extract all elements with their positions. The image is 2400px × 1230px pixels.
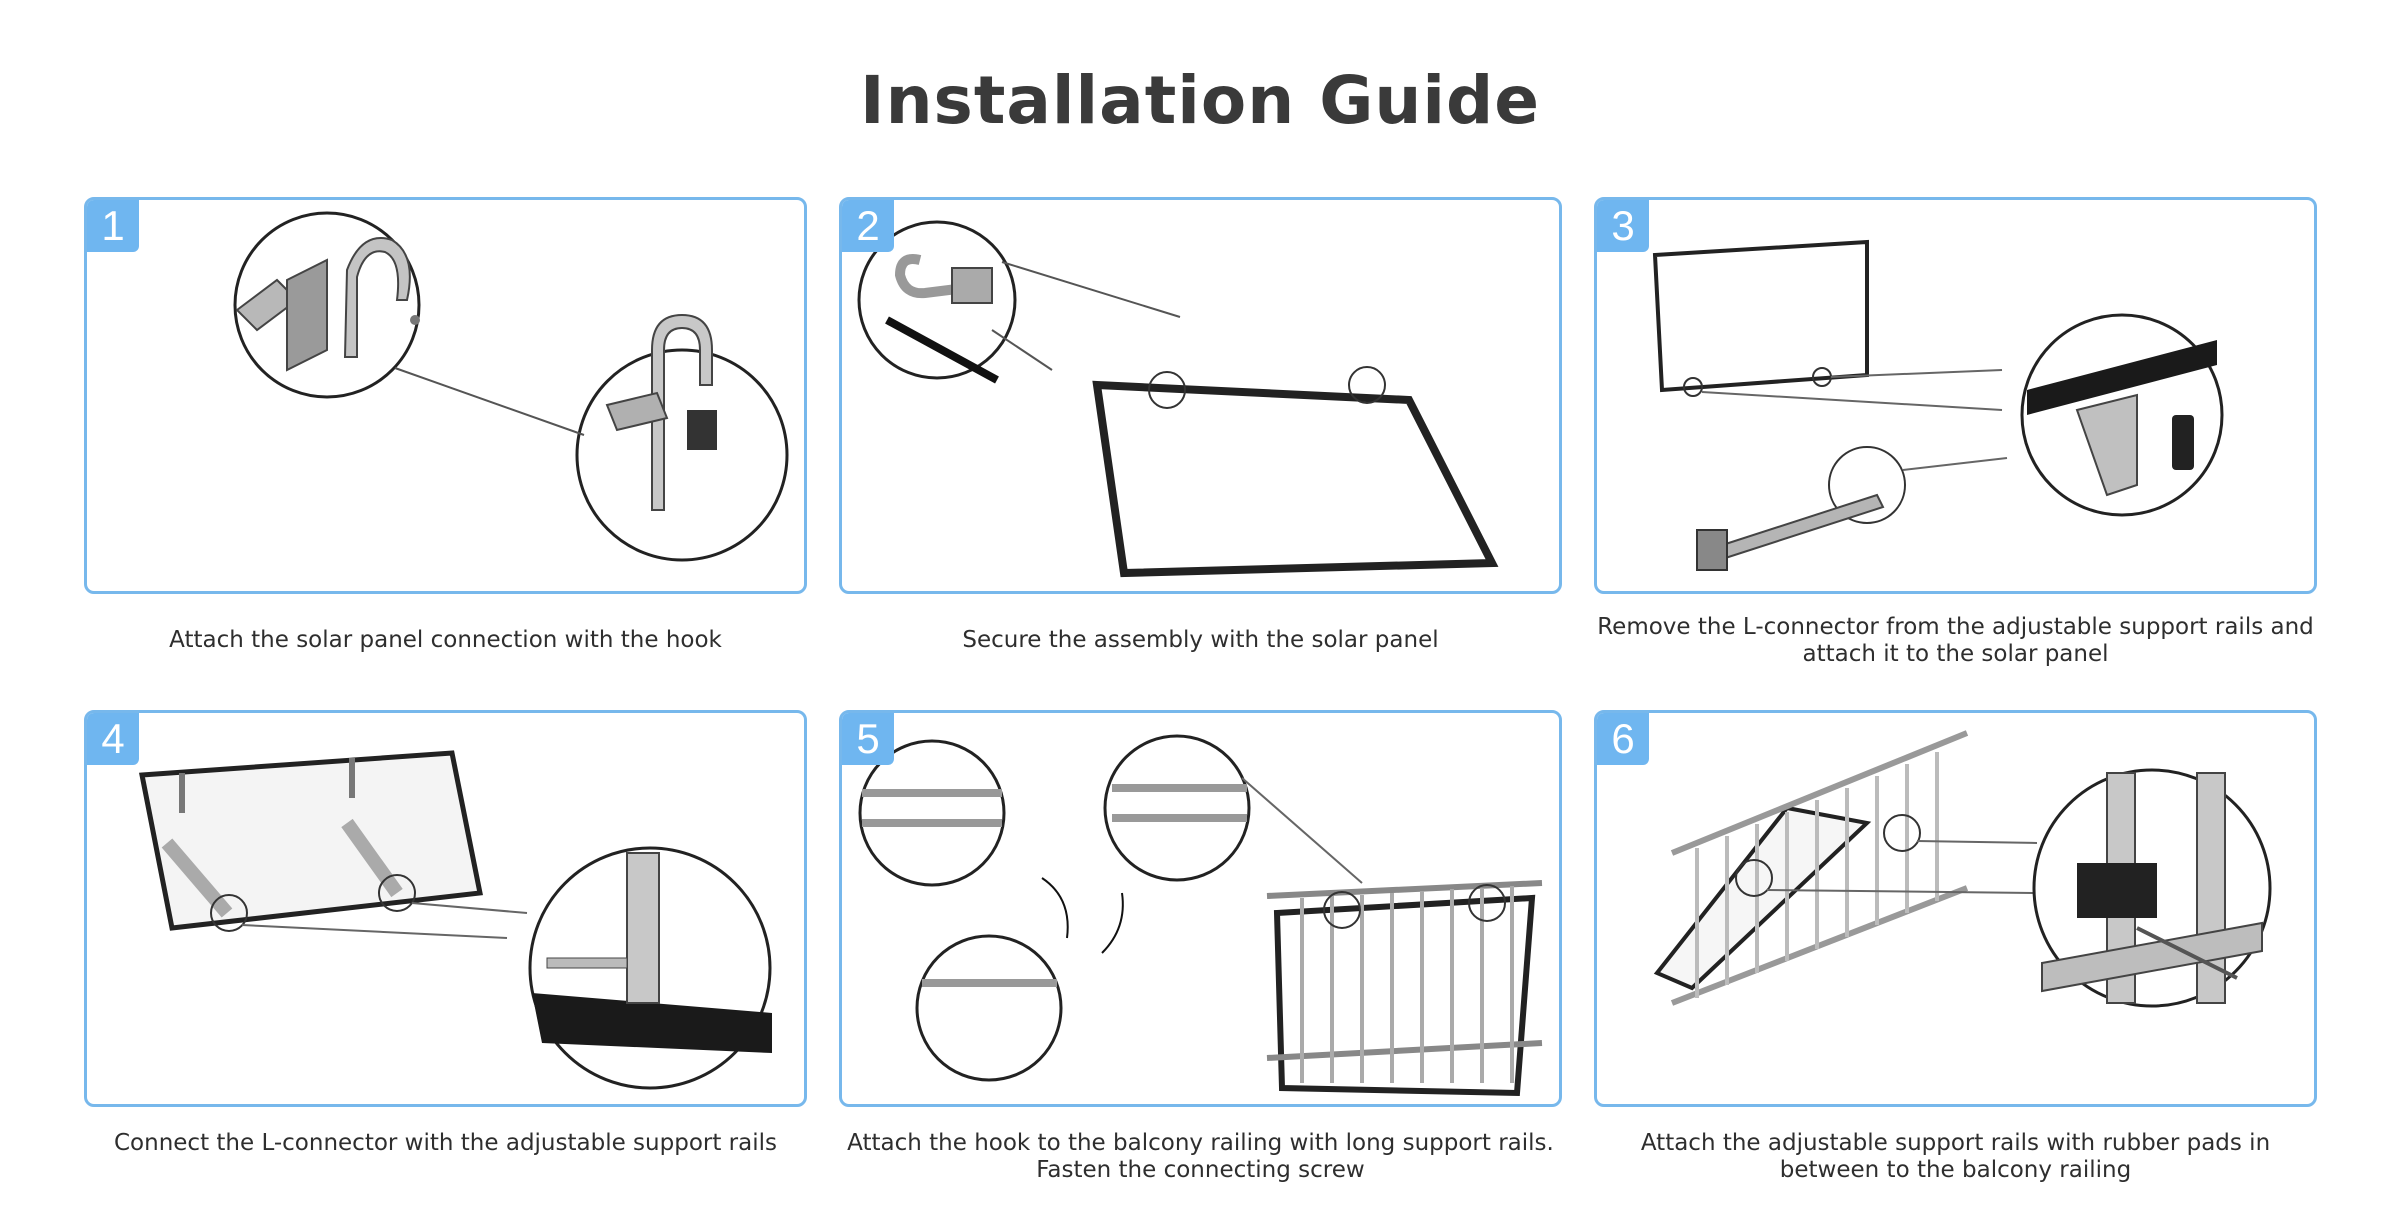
step-1-number-badge: 1: [87, 200, 139, 252]
step-5-number-badge: 5: [842, 713, 894, 765]
step-5-caption: Attach the hook to the balcony railing w…: [847, 1130, 1554, 1183]
step-1-caption: Attach the solar panel connection with t…: [169, 627, 722, 653]
step-1-panel: 1: [84, 197, 807, 594]
step-5-illustration: [858, 734, 1543, 1097]
step-6-illustration: [1653, 730, 2272, 1008]
step-6-panel: 6: [1594, 710, 2317, 1107]
step-2-illustration: [857, 220, 1499, 578]
step-4-illustration: [139, 750, 772, 1090]
step-4-caption: Connect the L-connector with the adjusta…: [113, 1130, 777, 1156]
step-5-panel: 5: [839, 710, 1562, 1107]
step-1-illustration: [233, 211, 789, 562]
step-3-illustration: [1652, 239, 2224, 571]
step-6-caption: Attach the adjustable support rails with…: [1640, 1130, 2271, 1183]
page-title: Installation Guide: [860, 62, 1540, 139]
step-3-panel: 3: [1594, 197, 2317, 594]
step-4-number-badge: 4: [87, 713, 139, 765]
step-2-number-badge: 2: [842, 200, 894, 252]
step-2-panel: 2: [839, 197, 1562, 594]
step-2-caption: Secure the assembly with the solar panel: [962, 627, 1439, 653]
step-4-panel: 4: [84, 710, 807, 1107]
step-3-caption: Remove the L-connector from the adjustab…: [1597, 614, 2314, 667]
step-6-number-badge: 6: [1597, 713, 1649, 765]
step-3-number-badge: 3: [1597, 200, 1649, 252]
